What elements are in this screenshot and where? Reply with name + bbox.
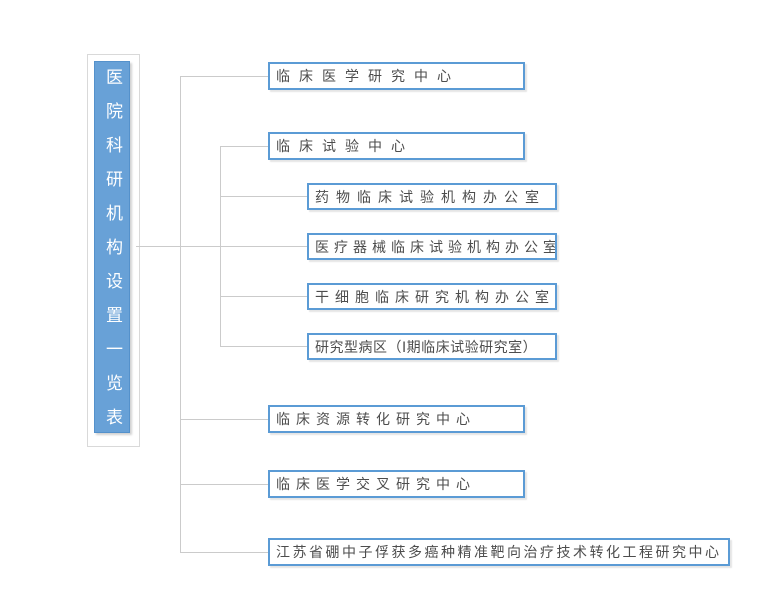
node-stem-cell-research-office: 干细胞临床研究机构办公室 [307, 283, 557, 310]
connector-line [136, 246, 308, 247]
title-frame [87, 54, 140, 447]
chart-title: 医院科研机构设置一览表 [103, 68, 122, 433]
connector-trunk-main [180, 76, 181, 553]
connector-line [180, 419, 268, 420]
node-clinical-trial-center: 临床试验中心 [268, 132, 525, 160]
node-clinical-resource-transformation-center: 临床资源转化研究中心 [268, 405, 525, 433]
node-clinical-medicine-research-center: 临床医学研究中心 [268, 62, 525, 90]
connector-line [220, 146, 268, 147]
node-research-ward-phase1-lab: 研究型病区（Ⅰ期临床试验研究室） [307, 333, 557, 360]
chart-title-box: 医院科研机构设置一览表 [94, 61, 130, 433]
connector-line [180, 76, 268, 77]
connector-line [220, 296, 308, 297]
node-drug-trial-office: 药物临床试验机构办公室 [307, 183, 557, 210]
node-clinical-medicine-cross-research-center: 临床医学交叉研究中心 [268, 470, 525, 498]
node-bnct-engineering-research-center: 江苏省硼中子俘获多癌种精准靶向治疗技术转化工程研究中心 [268, 538, 730, 566]
connector-line [180, 484, 268, 485]
connector-line [220, 346, 308, 347]
connector-line [180, 552, 268, 553]
node-medical-device-trial-office: 医疗器械临床试验机构办公室 [307, 233, 557, 260]
connector-line [220, 196, 308, 197]
